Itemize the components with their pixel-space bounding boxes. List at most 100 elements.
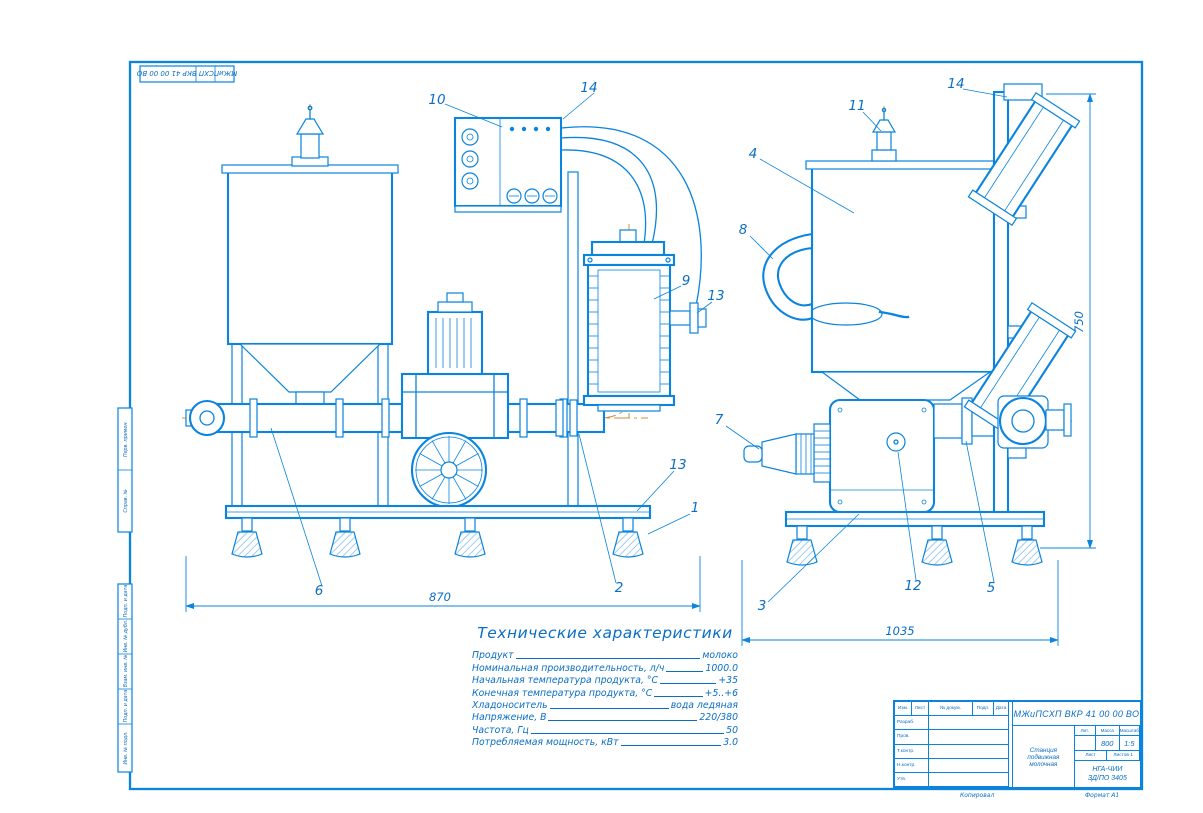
callout-14b: 14 [947, 76, 964, 92]
spec-leader [530, 732, 725, 734]
footer-copied: Копировал [960, 792, 995, 799]
spec-value: +5..+6 [704, 687, 738, 699]
spec-value: 3.0 [723, 737, 738, 749]
callout-leaders [270, 88, 1008, 603]
footer-format: Формат А1 [1085, 792, 1120, 799]
spec-label: Хладоноситель [472, 699, 548, 711]
spec-row: Потребляемая мощность, кВт 3.0 [472, 736, 738, 748]
wall-hatching [588, 275, 670, 385]
callout-9: 9 [682, 273, 691, 289]
callout-10: 10 [428, 92, 445, 108]
spec-label: Начальная температура продукта, °С [472, 675, 659, 687]
fan-volute [410, 431, 488, 509]
spec-row: Конечная температура продукта, °С +5..+6 [472, 686, 738, 699]
frame-columns: Перв. примен. Справ. № Подп. и дата Инв.… [117, 407, 133, 773]
indicator-dot [533, 126, 539, 132]
callout-5: 5 [987, 580, 996, 596]
spec-label: Номинальная производительность, л/ч [472, 662, 665, 674]
tb-col-header: Подп. [973, 702, 994, 717]
milk-tank-front [221, 105, 399, 346]
frame-column-label: Подп. и дата [123, 690, 129, 723]
agitator-paddle [809, 302, 883, 326]
support-post [567, 171, 579, 507]
side-view [743, 83, 1081, 566]
front-view [182, 104, 707, 558]
pump-unit [400, 292, 510, 509]
document-name: Станция подвижная молочная [1013, 726, 1075, 788]
auger-nozzle [743, 433, 815, 475]
title-block: Изм. Лист № докум. Подп. Дата Разраб. Пр… [893, 700, 1142, 789]
spec-row: Номинальная производительность, л/ч 1000… [472, 661, 738, 674]
pump-head [997, 395, 1072, 449]
tank-hopper [238, 343, 382, 393]
callout-12: 12 [904, 578, 921, 594]
dim-machine-height: 750 [1072, 311, 1086, 333]
title-block-right: МЖиПСХП ВКР 41 00 00 ВО Станция подвижна… [1013, 702, 1141, 788]
tech-specs: Технические характеристики Продукт молок… [472, 624, 738, 748]
machine-foot [454, 517, 486, 558]
tb-role: Н.контр. [895, 758, 929, 773]
tb-empty-cell [929, 744, 1009, 759]
spec-value: 220/380 [699, 712, 738, 724]
tb-role: Т.контр. [895, 744, 929, 759]
panel-cables [560, 126, 702, 307]
organization: НГА-ЧИИ ЗД/ПО 3405 [1075, 761, 1140, 788]
tb-empty-cell [929, 730, 1009, 745]
org-line1: НГА-ЧИИ [1092, 765, 1123, 773]
tb-col-header: Дата [994, 702, 1009, 717]
sheet-frame: МЖиПСХП ВКР 41 00 00 ВО Перв. примен. Сп… [117, 60, 1144, 791]
machine-foot [329, 517, 361, 558]
heat-exchanger [582, 224, 707, 418]
callout-13: 13 [707, 288, 724, 304]
spec-row: Частота, Гц 50 [472, 723, 738, 736]
spec-value: +35 [718, 675, 738, 687]
frame-column-label: Взам. инв. № [123, 655, 129, 688]
spec-row: Хладоноситель вода ледяная [472, 699, 738, 711]
machine-foot [231, 517, 263, 558]
callout-8: 8 [739, 222, 748, 238]
callout-3: 3 [758, 598, 767, 614]
tb-col-header: Лист [912, 702, 929, 717]
spec-label: Потребляемая мощность, кВт [472, 737, 619, 749]
title-block-left-grid: Изм. Лист № докум. Подп. Дата Разраб. Пр… [895, 702, 1013, 787]
callout-numbers: 10 14 9 13 13 1 2 6 4 11 14 8 7 3 12 5 [315, 76, 996, 614]
spec-leader [654, 695, 703, 697]
frame-column-label: Инв. № подл. [123, 731, 129, 764]
lit-value [1075, 736, 1096, 750]
tb-col-header: Изм. [895, 702, 912, 717]
mass-label: Масса [1096, 726, 1120, 735]
frame-column-label: Инв. № дубл. [123, 620, 129, 653]
callout-13b: 13 [669, 457, 686, 473]
callout-7: 7 [715, 412, 724, 428]
machine-foot [1011, 525, 1043, 566]
spec-value: 1000.0 [705, 662, 738, 674]
spec-leader [666, 670, 704, 672]
indicator-dot [545, 126, 551, 132]
scale-value: 1:5 [1120, 736, 1140, 750]
spec-label: Напряжение, В [472, 712, 547, 724]
indicator-dot [521, 126, 527, 132]
spec-value: 50 [726, 724, 738, 736]
tb-empty-cell [929, 772, 1009, 787]
sheets-label: Листов 1 [1107, 751, 1141, 760]
callout-6: 6 [315, 583, 324, 599]
spec-label: Конечная температура продукта, °С [472, 687, 653, 699]
dim-side-width: 1035 [885, 624, 914, 638]
corner-stamp: МЖиПСХП ВКР 41 00 00 ВО [136, 65, 237, 83]
spec-row: Напряжение, В 220/380 [472, 711, 738, 723]
gear-housing [813, 398, 936, 514]
spec-leader [620, 745, 722, 747]
tech-specs-title: Технические характеристики [477, 624, 733, 642]
callout-1: 1 [691, 500, 700, 516]
machine-foot [921, 525, 953, 566]
outlet-flange [689, 302, 699, 334]
spec-value: вода ледяная [670, 699, 738, 711]
mass-value: 800 [1096, 736, 1120, 750]
tb-role: Разраб. [895, 716, 929, 731]
milk-tank-side [805, 107, 1007, 374]
lit-label: Лит. [1075, 726, 1096, 735]
milk-pipe [185, 398, 606, 438]
tb-role: Утв. [895, 772, 929, 787]
scale-label: Масштаб [1119, 726, 1140, 735]
